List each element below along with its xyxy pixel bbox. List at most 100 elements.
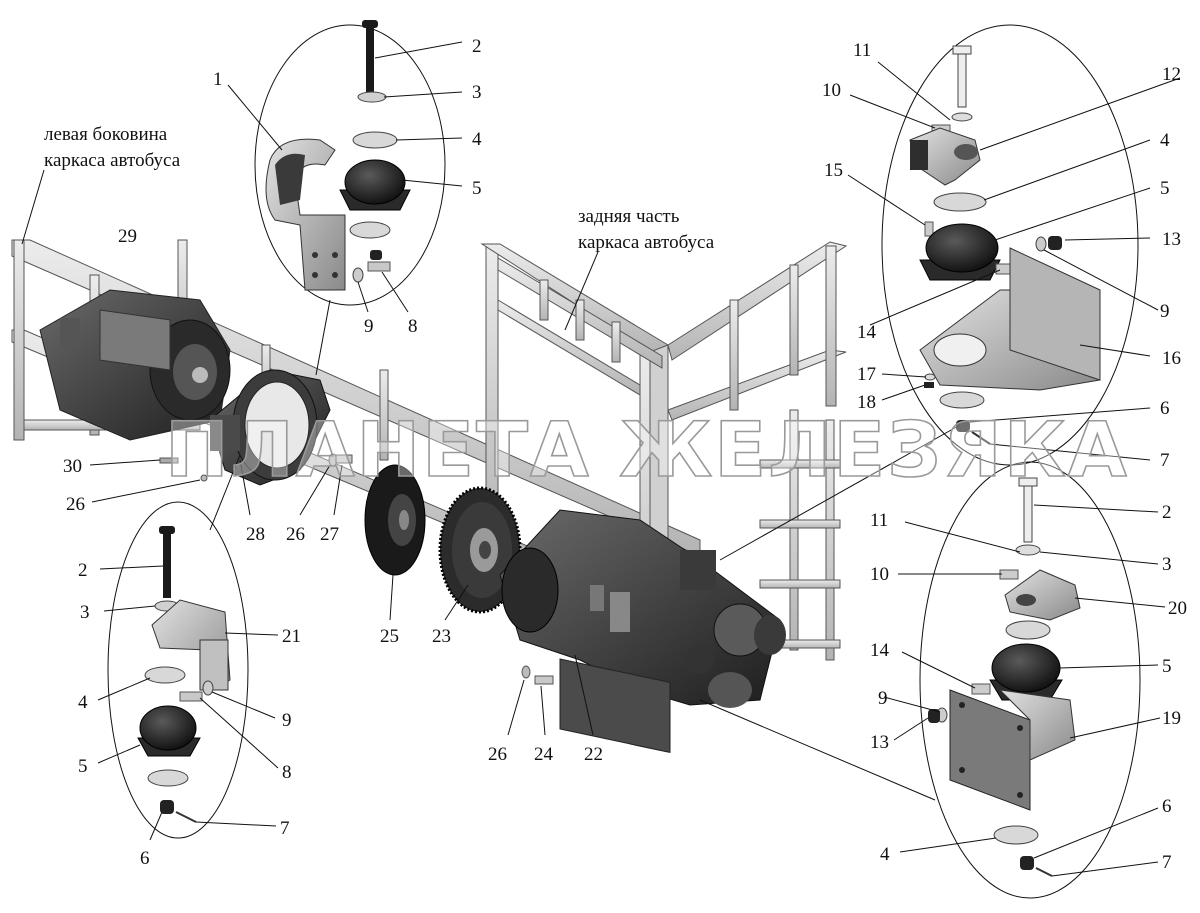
callout-labels: 1 2 3 4 5 9 8 11 12 10 4 15 5 13 9 14 16… [63, 36, 1187, 873]
detail-ellipse-bottom-left [107, 501, 249, 839]
nut-6-top-right [956, 420, 970, 432]
caption-rear-part-line1: задняя часть [578, 206, 680, 227]
callout-14-bottom-right: 14 [870, 640, 890, 661]
bolt-24 [534, 675, 554, 685]
bolt-8-bottom-left [179, 691, 203, 702]
callout-6-top-right: 6 [1160, 398, 1170, 419]
callout-15: 15 [824, 160, 843, 181]
callout-2-bottom-left: 2 [78, 560, 88, 581]
callout-26-right: 26 [488, 744, 507, 765]
bracket-1 [265, 138, 346, 291]
washer-4-top-left [352, 131, 398, 149]
engine-22 [499, 509, 786, 754]
leader-lines [21, 41, 1181, 877]
callout-20: 20 [1168, 598, 1187, 619]
callout-26-left: 26 [66, 494, 85, 515]
bracket-16 [919, 247, 1101, 391]
callout-5-top-right: 5 [1160, 178, 1170, 199]
callout-24: 24 [534, 744, 554, 765]
pin-7-bottom-right [1035, 867, 1053, 877]
washer-4-top-right [933, 192, 987, 212]
bolt-2-bottom-left [159, 526, 175, 598]
callout-6-bottom-left: 6 [140, 848, 150, 869]
bolt-10-bottom-right [999, 569, 1019, 580]
callout-29: 29 [118, 226, 137, 247]
nut-6-bottom-left [160, 800, 174, 814]
bolt-2-top-right [952, 45, 972, 108]
washer-3-bottom-right [1015, 544, 1041, 556]
washer-11-top-right [951, 112, 973, 122]
bolt-27 [335, 454, 353, 464]
callout-9-bottom-right: 9 [878, 688, 888, 709]
washer-4-bottom-left [144, 666, 186, 684]
drive-plate-25 [364, 464, 426, 576]
caption-left-side-line2: каркаса автобуса [44, 150, 181, 171]
watermark: ПЛАНЕТА ЖЕЛЕЗЯКА [165, 405, 1129, 494]
caption-rear-part-line2: каркаса автобуса [578, 232, 715, 253]
washer-9-top-left [352, 267, 364, 283]
washer-17 [924, 373, 936, 381]
callout-2-bottom-right: 2 [1162, 502, 1172, 523]
housing-plate-28 [209, 369, 331, 486]
nut-13-top-right [1048, 236, 1062, 250]
rubber-mount-5-bottom-right [989, 643, 1063, 701]
washer-26-left [200, 474, 208, 482]
washer-9-top-right [1035, 236, 1047, 252]
bolt-8-top-left [367, 261, 391, 272]
callout-13-bottom-right: 13 [870, 732, 889, 753]
callout-25: 25 [380, 626, 399, 647]
callout-11-bottom-right: 11 [870, 510, 888, 531]
washer-26-right [521, 665, 531, 679]
callout-10-bottom-right: 10 [870, 564, 889, 585]
callout-3-bottom-left: 3 [80, 602, 90, 623]
callout-14-top-right: 14 [857, 322, 877, 343]
detail-ellipse-top-left [254, 24, 446, 306]
pin-7-top-right [971, 431, 991, 445]
callout-23: 23 [432, 626, 451, 647]
callout-22: 22 [584, 744, 603, 765]
callout-19: 19 [1162, 708, 1181, 729]
callout-13-top-right: 13 [1162, 229, 1181, 250]
callout-1: 1 [213, 69, 223, 90]
callout-27: 27 [320, 524, 339, 545]
caption-left-side-line1: левая боковина [44, 124, 168, 145]
callout-9-top-left: 9 [364, 316, 374, 337]
bolt-14-top-right [995, 263, 1011, 275]
rubber-mount-5-bottom-left [137, 705, 201, 757]
callout-28: 28 [246, 524, 265, 545]
generator-29 [39, 289, 231, 441]
washer-4b-top-left [349, 221, 391, 239]
bolt-2-top-left [362, 20, 378, 96]
washer-3-top-left [357, 91, 387, 103]
callout-7-bottom-left: 7 [280, 818, 290, 839]
callout-5-bottom-left: 5 [78, 756, 88, 777]
callout-2-top-left: 2 [472, 36, 482, 57]
rubber-mount-5-top-left [339, 159, 411, 211]
rubber-mount-5-top-right [919, 223, 1001, 281]
detail-ellipse-bottom-right [919, 461, 1141, 899]
callout-18: 18 [857, 392, 876, 413]
callout-26-mid: 26 [286, 524, 305, 545]
callout-6-bottom-right: 6 [1162, 796, 1172, 817]
callout-12: 12 [1162, 64, 1181, 85]
bolt-15 [924, 221, 934, 237]
bracket-20 [1004, 569, 1081, 621]
callout-7-top-right: 7 [1160, 450, 1170, 471]
bolt-2-bottom-right [1018, 477, 1038, 543]
callout-4-bottom-right: 4 [880, 844, 890, 865]
callout-5-top-left: 5 [472, 178, 482, 199]
flywheel-23 [438, 486, 522, 614]
callout-11-top-right: 11 [853, 40, 871, 61]
bolt-14-bottom-right [971, 683, 991, 695]
bracket-12 [909, 127, 981, 186]
callout-16: 16 [1162, 348, 1181, 369]
callout-9-top-right: 9 [1160, 301, 1170, 322]
callout-9-bottom-left: 9 [282, 710, 292, 731]
nut-18 [924, 382, 934, 388]
pin-7-bottom-left [175, 811, 197, 823]
callout-21: 21 [282, 626, 301, 647]
callout-3-bottom-right: 3 [1162, 554, 1172, 575]
callout-17: 17 [857, 364, 876, 385]
